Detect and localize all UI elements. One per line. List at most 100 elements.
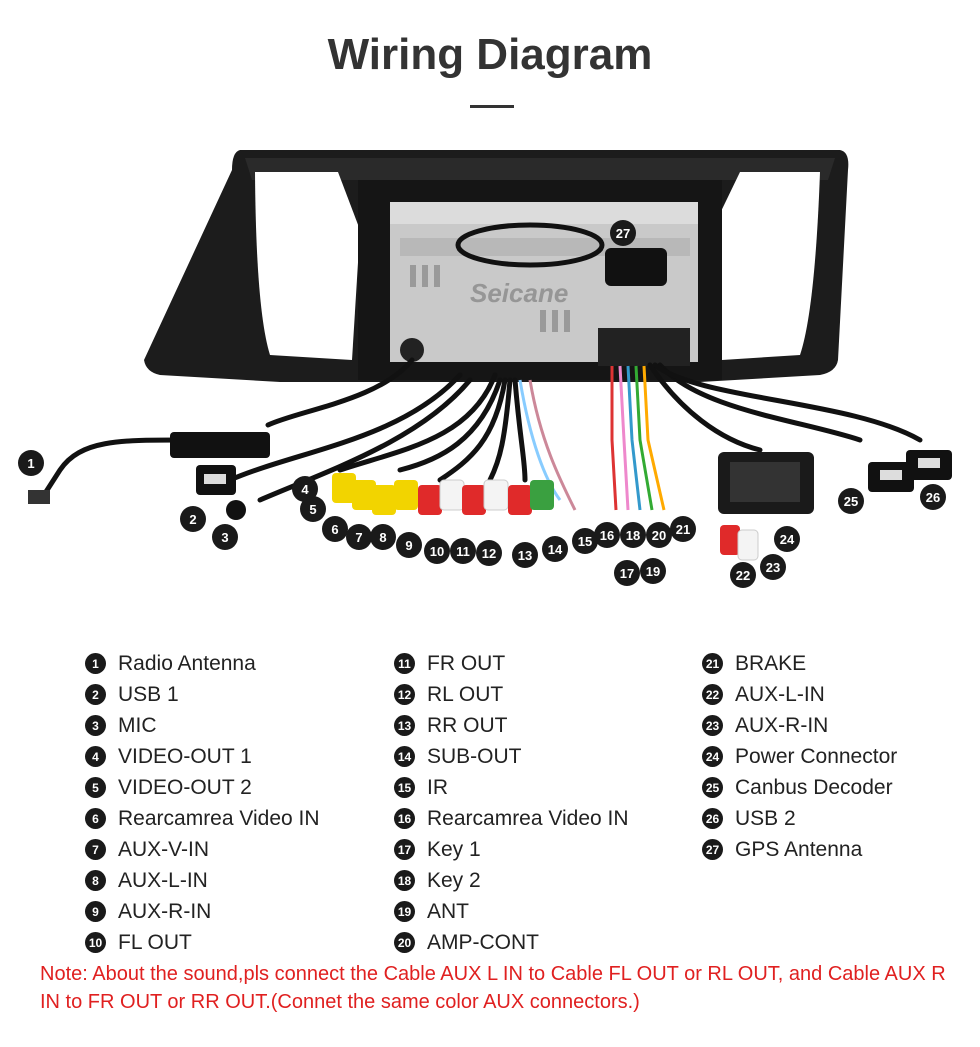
- legend-number: 22: [702, 684, 723, 705]
- legend-number: 11: [394, 653, 415, 674]
- badge-15: 15: [572, 528, 598, 554]
- badge-7: 7: [346, 524, 372, 550]
- legend-number: 24: [702, 746, 723, 767]
- legend-number: 18: [394, 870, 415, 891]
- legend-item: 16 Rearcamrea Video IN: [394, 803, 629, 834]
- badge-16: 16: [594, 522, 620, 548]
- badge-20: 20: [646, 522, 672, 548]
- legend-label: MIC: [118, 713, 157, 737]
- badge-24: 24: [774, 526, 800, 552]
- legend-number: 14: [394, 746, 415, 767]
- chassis-top: [390, 202, 698, 224]
- badge-17: 17: [614, 560, 640, 586]
- legend-number: 6: [85, 808, 106, 829]
- legend-label: IR: [427, 775, 448, 799]
- canbus-inline-box: [170, 432, 270, 458]
- legend-number: 12: [394, 684, 415, 705]
- legend-item: 12 RL OUT: [394, 679, 629, 710]
- legend-label: VIDEO-OUT 2: [118, 775, 252, 799]
- legend-label: ANT: [427, 899, 469, 923]
- badge-3: 3: [212, 524, 238, 550]
- seicane-watermark: Seicane: [470, 278, 568, 308]
- legend-label: FR OUT: [427, 651, 506, 675]
- radio-antenna-socket: [400, 338, 424, 362]
- badge-5: 5: [300, 496, 326, 522]
- legend-number: 4: [85, 746, 106, 767]
- frame-left-cutout: [255, 172, 360, 360]
- legend-number: 16: [394, 808, 415, 829]
- legend-label: VIDEO-OUT 1: [118, 744, 252, 768]
- legend-label: Rearcamrea Video IN: [118, 806, 320, 830]
- badge-21: 21: [670, 516, 696, 542]
- badge-8: 8: [370, 524, 396, 550]
- frame-top-edge: [245, 158, 835, 180]
- legend-item: 11 FR OUT: [394, 648, 629, 679]
- badge-23: 23: [760, 554, 786, 580]
- legend-number: 27: [702, 839, 723, 860]
- legend-label: Power Connector: [735, 744, 898, 768]
- legend-label: USB 1: [118, 682, 179, 706]
- legend-label: SUB-OUT: [427, 744, 522, 768]
- badge-10: 10: [424, 538, 450, 564]
- legend-item: 18 Key 2: [394, 865, 629, 896]
- legend-number: 25: [702, 777, 723, 798]
- harness-cables: [39, 357, 923, 503]
- legend-label: Key 2: [427, 868, 481, 892]
- badge-2: 2: [180, 506, 206, 532]
- badge-6: 6: [322, 516, 348, 542]
- legend-label: RL OUT: [427, 682, 504, 706]
- legend-number: 2: [85, 684, 106, 705]
- radio-antenna-plug: [28, 490, 50, 504]
- gps-antenna-puck: [605, 248, 667, 286]
- legend-item: 24 Power Connector: [702, 741, 897, 772]
- badge-18: 18: [620, 522, 646, 548]
- colored-wires: [518, 365, 666, 511]
- legend-number: 5: [85, 777, 106, 798]
- legend-item: 20 AMP-CONT: [394, 927, 629, 958]
- legend-number: 9: [85, 901, 106, 922]
- rca-plugs: [332, 473, 759, 561]
- legend-number: 20: [394, 932, 415, 953]
- legend-label: GPS Antenna: [735, 837, 863, 861]
- legend-item: 2 USB 1: [85, 679, 320, 710]
- wiring-illustration: Seicane: [28, 150, 952, 561]
- legend-number: 8: [85, 870, 106, 891]
- legend-label: Rearcamrea Video IN: [427, 806, 629, 830]
- badge-22: 22: [730, 562, 756, 588]
- legend-item: 5 VIDEO-OUT 2: [85, 772, 320, 803]
- legend-item: 14 SUB-OUT: [394, 741, 629, 772]
- badge-27: 27: [610, 220, 636, 246]
- legend-label: AUX-R-IN: [735, 713, 829, 737]
- legend-label: AMP-CONT: [427, 930, 539, 954]
- badge-1: 1: [18, 450, 44, 476]
- badge-25: 25: [838, 488, 864, 514]
- legend-label: RR OUT: [427, 713, 508, 737]
- legend-number: 13: [394, 715, 415, 736]
- legend-label: USB 2: [735, 806, 796, 830]
- badge-13: 13: [512, 542, 538, 568]
- badge-11: 11: [450, 538, 476, 564]
- legend-number: 26: [702, 808, 723, 829]
- legend-label: AUX-L-IN: [118, 868, 208, 892]
- legend-item: 6 Rearcamrea Video IN: [85, 803, 320, 834]
- legend-item: 26 USB 2: [702, 803, 897, 834]
- legend-label: Canbus Decoder: [735, 775, 893, 799]
- legend-label: AUX-R-IN: [118, 899, 212, 923]
- legend-number: 19: [394, 901, 415, 922]
- mic-jack: [226, 500, 246, 520]
- page-title: Wiring Diagram: [327, 30, 653, 79]
- legend-item: 19 ANT: [394, 896, 629, 927]
- legend-label: Key 1: [427, 837, 481, 861]
- chassis-vents: [410, 265, 570, 332]
- wiring-diagram-image: Seicane: [0, 140, 980, 600]
